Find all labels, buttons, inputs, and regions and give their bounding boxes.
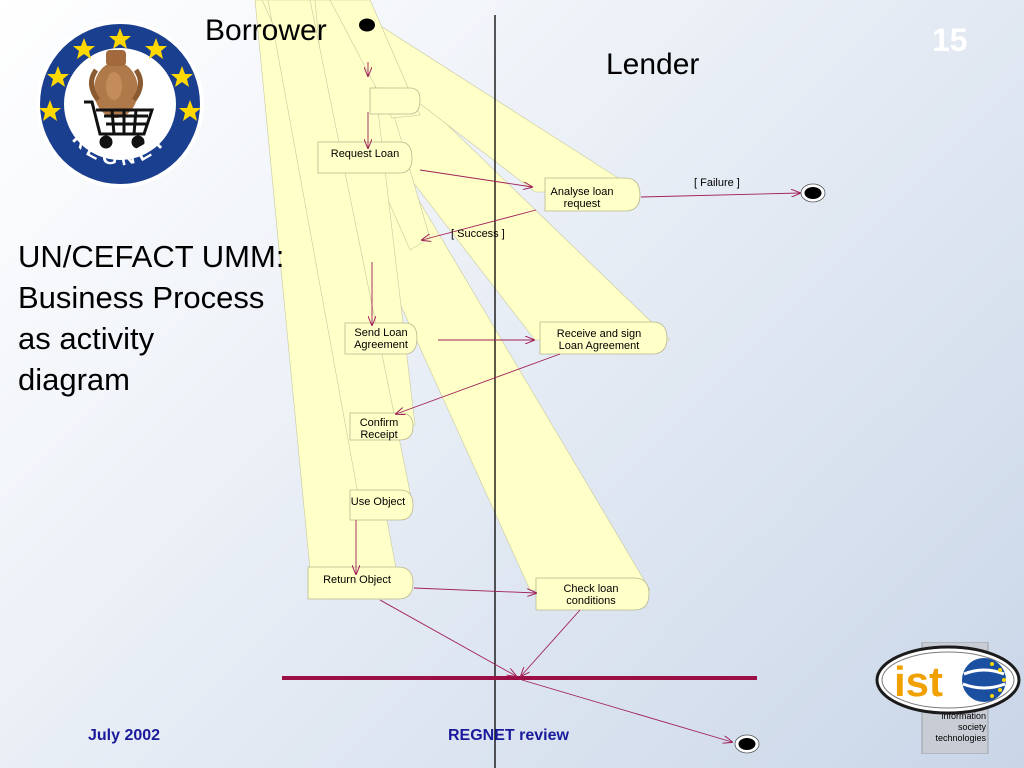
guard-success: [ Success ] (451, 228, 505, 240)
caption-line: technologies (935, 733, 986, 743)
label-use-object: Use Object (350, 496, 406, 508)
footer-title: REGNET review (448, 727, 569, 744)
globe-icon (962, 658, 1006, 702)
heading-line: as activity (18, 321, 155, 356)
control-flows (356, 62, 800, 742)
slide-number: 15 (932, 22, 968, 58)
label-line: conditions (566, 595, 616, 607)
label-check-loan-conditions: Check loan conditions (540, 583, 642, 607)
caption-line: information (941, 711, 986, 721)
label-send-loan-agreement: Send Loan Agreement (343, 327, 419, 351)
lane-title-borrower: Borrower (205, 14, 327, 47)
regnet-logo: REGNET (36, 20, 204, 188)
activity-analyse-loan (544, 177, 641, 212)
label-line: request (563, 198, 601, 210)
label-analyse-loan-request: Analyse loan request (540, 186, 624, 210)
heading-line: UN/CEFACT UMM: (18, 239, 285, 274)
label-return-object: Return Object (323, 574, 391, 586)
label-line: Loan Agreement (558, 340, 640, 352)
label-line: Confirm (359, 417, 399, 429)
activity-use-object (349, 489, 414, 521)
heading-line: Business Process (18, 280, 265, 315)
heading-line: diagram (18, 362, 130, 397)
label-line: Analyse loan (550, 186, 614, 198)
label-line: Send Loan (354, 327, 408, 339)
ist-logo: ist (875, 642, 1021, 754)
stars-icon (990, 662, 1006, 698)
slide-heading: UN/CEFACT UMM: Business Process as activ… (18, 236, 284, 400)
activity-partial-top (369, 87, 421, 115)
label-receive-sign-agreement: Receive and sign Loan Agreement (544, 328, 654, 352)
eu-stars-icon (39, 28, 201, 121)
yellow-streaks (254, 0, 671, 591)
shopping-cart-icon (84, 100, 155, 149)
guard-failure: [ Failure ] (694, 177, 740, 189)
end-node-failure (800, 183, 826, 203)
start-node (359, 18, 375, 32)
activity-send-agreement (344, 322, 418, 355)
ist-caption: information society technologies (924, 711, 986, 744)
activity-request-loan (317, 141, 413, 174)
lane-title-lender: Lender (606, 48, 700, 81)
label-confirm-receipt: Confirm Receipt (348, 417, 410, 441)
caption-line: society (957, 722, 986, 732)
label-line: Receipt (360, 429, 398, 441)
label-request-loan: Request Loan (330, 148, 400, 160)
activity-shapes (307, 87, 668, 611)
activity-receive-sign (539, 321, 668, 355)
amphora-icon (89, 50, 143, 118)
activity-check-loan (535, 577, 650, 611)
label-line: Receive and sign (556, 328, 642, 340)
ist-wordmark: ist (894, 658, 943, 705)
label-line: Check loan (563, 583, 619, 595)
label-line: Agreement (354, 339, 408, 351)
end-node-final (734, 734, 760, 754)
footer-date: July 2002 (88, 727, 161, 744)
activity-return-object (307, 566, 414, 600)
